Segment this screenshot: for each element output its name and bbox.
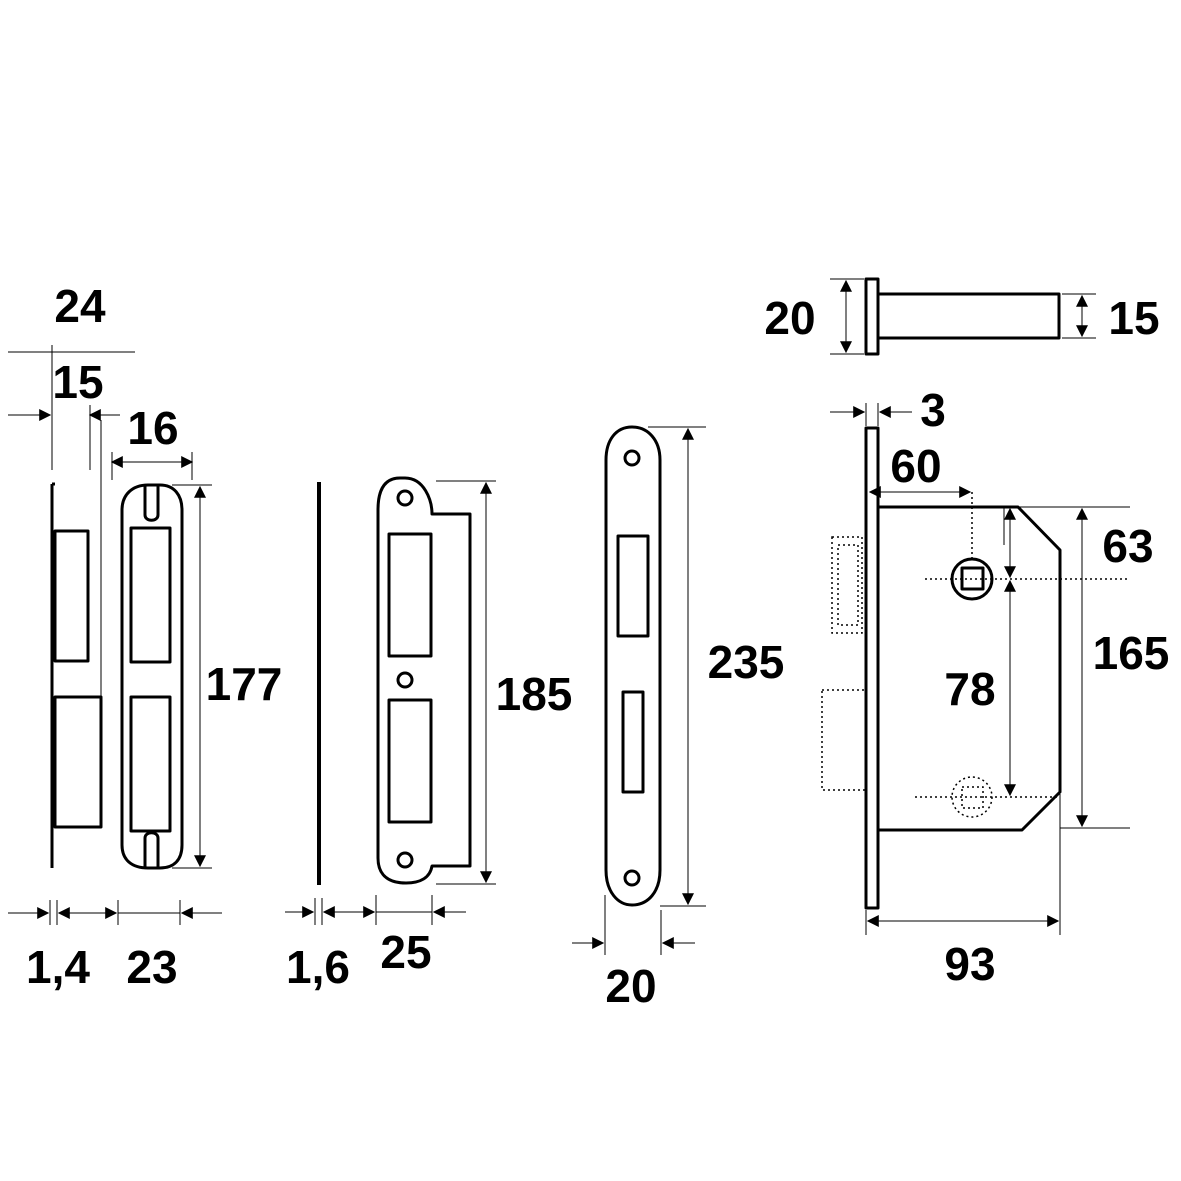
dim-label-23: 23 bbox=[126, 941, 177, 993]
dim-faceplate-bottom: 1,6 25 bbox=[285, 895, 466, 993]
dim-label-60: 60 bbox=[890, 440, 941, 492]
dim-label-93: 93 bbox=[944, 938, 995, 990]
dim-lock-plate-3: 3 bbox=[830, 384, 946, 436]
dim-strike-bottom: 1,4 23 bbox=[8, 900, 222, 993]
dim-strike-inner-15: 15 bbox=[8, 356, 120, 470]
dim-label-16: 16 bbox=[127, 402, 178, 454]
dim-case-depth-93: 93 bbox=[865, 794, 1061, 990]
dim-label-20-top: 20 bbox=[764, 292, 815, 344]
dim-cylinder-head-20: 20 bbox=[764, 278, 864, 355]
dim-center-distance-78: 78 bbox=[944, 579, 1016, 797]
dim-strike-height-177: 177 bbox=[172, 484, 283, 869]
dim-label-185: 185 bbox=[496, 668, 573, 720]
dim-label-1-4: 1,4 bbox=[26, 941, 90, 993]
dim-label-177: 177 bbox=[206, 658, 283, 710]
dim-label-235: 235 bbox=[708, 636, 785, 688]
cylinder-pin-view bbox=[864, 277, 1061, 356]
dim-label-1-6: 1,6 bbox=[286, 941, 350, 993]
dim-label-15-pin: 15 bbox=[1108, 292, 1159, 344]
strike-side-profile bbox=[50, 420, 103, 868]
strike-front-view bbox=[120, 483, 184, 870]
dim-faceplate-height-185: 185 bbox=[436, 480, 573, 885]
dim-label-15: 15 bbox=[52, 356, 103, 408]
faceplate-side-profile bbox=[317, 482, 321, 885]
long-plate-front-view bbox=[604, 425, 662, 907]
dim-label-3: 3 bbox=[920, 384, 946, 436]
dim-strike-front-16: 16 bbox=[110, 402, 194, 480]
lock-body-side-view bbox=[821, 426, 1130, 910]
dim-label-78: 78 bbox=[944, 663, 995, 715]
dim-label-63: 63 bbox=[1102, 520, 1153, 572]
dim-upper-offset-63: 63 bbox=[1004, 506, 1154, 579]
dim-label-165: 165 bbox=[1093, 627, 1170, 679]
dim-label-20-bottom: 20 bbox=[605, 960, 656, 1012]
dim-cylinder-pin-15: 15 bbox=[1062, 292, 1160, 344]
dim-label-25: 25 bbox=[380, 926, 431, 978]
dim-long-plate-width-20: 20 bbox=[572, 895, 695, 1012]
dim-backset-60: 60 bbox=[868, 440, 972, 498]
faceplate-front-view bbox=[376, 476, 472, 885]
dim-strike-width-24: 24 bbox=[8, 280, 135, 470]
dim-label-24: 24 bbox=[54, 280, 106, 332]
dim-long-plate-height-235: 235 bbox=[648, 426, 785, 907]
dim-case-height-165: 165 bbox=[1060, 507, 1170, 829]
